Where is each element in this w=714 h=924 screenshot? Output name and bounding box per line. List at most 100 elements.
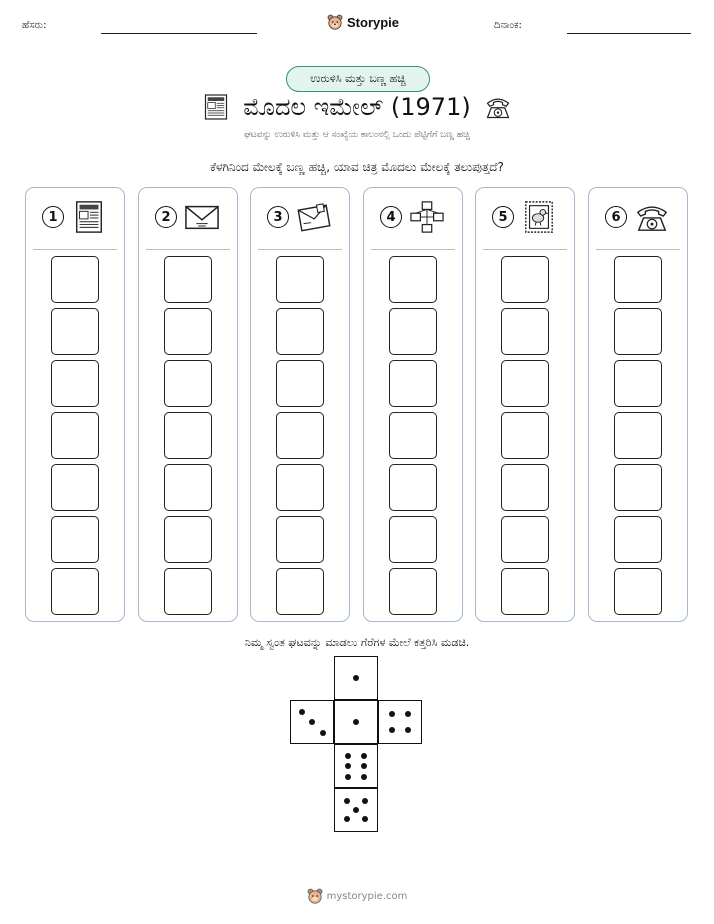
envelope-icon (185, 205, 219, 230)
color-box[interactable] (614, 516, 662, 563)
column-number: 3 (267, 206, 289, 228)
color-box[interactable] (614, 256, 662, 303)
date-line[interactable] (567, 33, 691, 34)
name-line[interactable] (101, 33, 257, 34)
postage-stamp-icon (525, 201, 553, 233)
color-box[interactable] (276, 360, 324, 407)
die-face (334, 744, 378, 788)
die-pip (343, 816, 350, 823)
color-box[interactable] (276, 516, 324, 563)
column-3: 3 (250, 187, 350, 622)
color-box[interactable] (501, 412, 549, 459)
color-box[interactable] (501, 256, 549, 303)
roll-and-color-badge: ಉರುಳಿಸಿ ಮತ್ತು ಬಣ್ಣ ಹಚ್ಚಿ (286, 66, 430, 92)
column-divider (258, 249, 342, 250)
die-pip (405, 727, 412, 734)
footer: mystorypie.com (0, 888, 714, 904)
color-box[interactable] (501, 308, 549, 355)
color-box[interactable] (164, 568, 212, 615)
color-box[interactable] (51, 308, 99, 355)
column-divider (33, 249, 117, 250)
title-row: ಮೊದಲ ಇಮೇಲ್ (1971) (0, 92, 714, 122)
newspaper-icon (76, 201, 102, 233)
color-box[interactable] (276, 568, 324, 615)
column-divider (371, 249, 455, 250)
color-box[interactable] (389, 464, 437, 511)
die-pip (343, 797, 350, 804)
color-box[interactable] (389, 360, 437, 407)
brand-name: Storypie (347, 14, 400, 30)
bear-logo-icon (327, 14, 343, 30)
color-box[interactable] (164, 516, 212, 563)
name-label: ಹೆಸರು: (22, 20, 47, 31)
column-5: 5 (475, 187, 575, 622)
die-pip (344, 763, 351, 769)
die-face (334, 788, 378, 832)
die-pip (361, 763, 368, 769)
page-title: ಮೊದಲ ಇಮೇಲ್ (1971) (243, 93, 471, 121)
color-box[interactable] (164, 256, 212, 303)
rotary-phone-icon (636, 206, 668, 231)
column-header: 5 (476, 200, 574, 234)
color-box[interactable] (164, 464, 212, 511)
color-box[interactable] (389, 516, 437, 563)
die-pip (353, 719, 359, 725)
color-box[interactable] (51, 516, 99, 563)
color-box[interactable] (389, 308, 437, 355)
color-box[interactable] (389, 568, 437, 615)
color-box[interactable] (164, 412, 212, 459)
die-face (334, 700, 378, 744)
color-box[interactable] (614, 308, 662, 355)
column-number: 6 (605, 206, 627, 228)
column-divider (146, 249, 230, 250)
question: ಕೆಳಗಿನಿಂದ ಮೇಲಕ್ಕೆ ಬಣ್ಣ ಹಚ್ಚಿ, ಯಾವ ಚಿತ್ರ … (210, 160, 504, 174)
die-pip (388, 710, 395, 717)
brand-logo: Storypie (327, 14, 399, 30)
color-box[interactable] (164, 360, 212, 407)
color-box[interactable] (501, 360, 549, 407)
color-box[interactable] (51, 412, 99, 459)
column-header: 3 (251, 200, 349, 234)
color-box[interactable] (51, 360, 99, 407)
column-number: 5 (492, 206, 514, 228)
color-box[interactable] (51, 568, 99, 615)
die-pip (361, 773, 368, 780)
die-pip (353, 807, 359, 813)
die-pip (344, 773, 351, 780)
color-box[interactable] (501, 464, 549, 511)
color-box[interactable] (276, 412, 324, 459)
color-box[interactable] (276, 464, 324, 511)
color-box[interactable] (164, 308, 212, 355)
column-divider (596, 249, 680, 250)
color-box[interactable] (51, 256, 99, 303)
color-box[interactable] (501, 568, 549, 615)
die-instruction: ನಿಮ್ಮ ಸ್ವಂತ ಘಟವನ್ನು ಮಾಡಲು ಗೆರೆಗಳ ಮೇಲೆ ಕತ… (244, 636, 470, 649)
color-box[interactable] (389, 412, 437, 459)
color-box[interactable] (501, 516, 549, 563)
color-box[interactable] (276, 308, 324, 355)
color-box[interactable] (614, 360, 662, 407)
newspaper-icon (205, 94, 228, 120)
color-box[interactable] (276, 256, 324, 303)
stamped-envelope-icon (297, 203, 331, 232)
color-box[interactable] (614, 464, 662, 511)
die-pip (298, 708, 305, 715)
column-1: 1 (25, 187, 125, 622)
die-face (290, 700, 334, 744)
column-number: 2 (155, 206, 177, 228)
column-number: 1 (42, 206, 64, 228)
die-pip (319, 729, 326, 736)
bear-logo-icon (307, 888, 323, 904)
column-6: 6 (588, 187, 688, 622)
column-4: 4 (363, 187, 463, 622)
color-box[interactable] (614, 412, 662, 459)
color-box[interactable] (389, 256, 437, 303)
column-header: 1 (26, 200, 124, 234)
die-pip (388, 727, 395, 734)
color-box[interactable] (51, 464, 99, 511)
die-face (334, 656, 378, 700)
die-pip (362, 816, 369, 823)
subtitle: ಘಟವನ್ನು ಉರುಳಿಸಿ ಮತ್ತು ಆ ಸಂಖ್ಯೆಯ ಕಾಲಂನಲ್ಲ… (244, 130, 470, 140)
color-box[interactable] (614, 568, 662, 615)
die-pip (309, 719, 315, 725)
